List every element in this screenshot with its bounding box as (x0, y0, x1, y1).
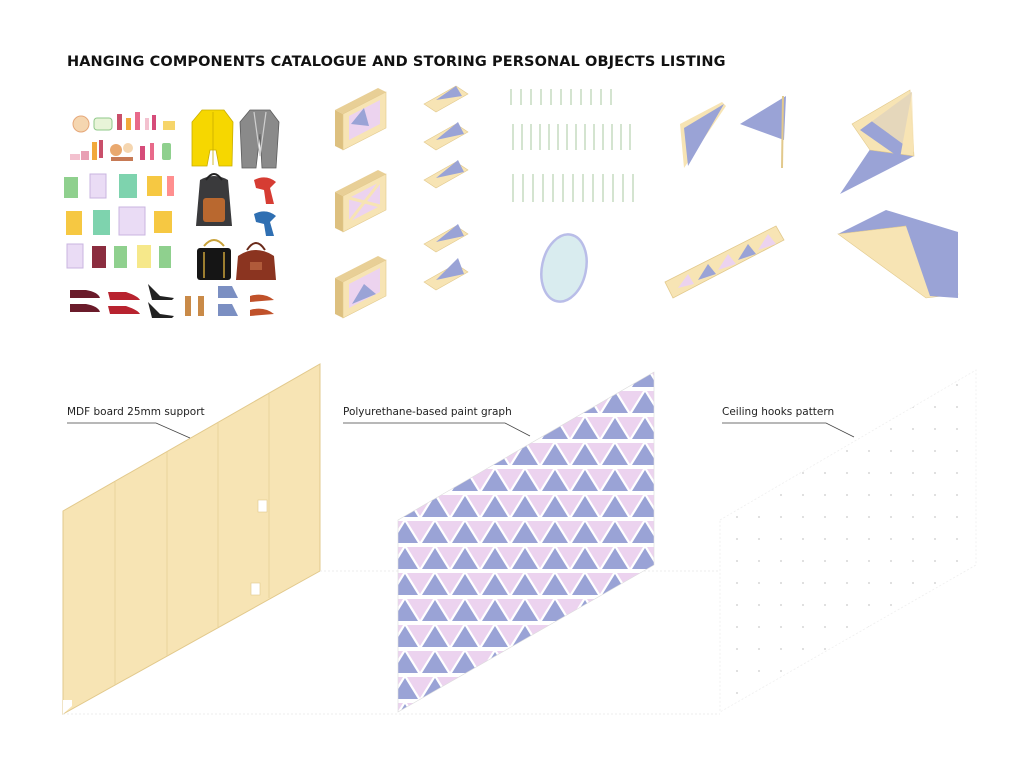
folding-shelf-panel (837, 210, 959, 299)
label-paint-graph: Polyurethane-based paint graph (343, 406, 512, 418)
wooden-box-shelf-3 (335, 256, 387, 319)
triangle-truss-shelf (664, 225, 785, 299)
leader-line-paint (343, 422, 531, 437)
triangle-panel-1 (680, 102, 726, 168)
black-handbag-icon (197, 239, 231, 280)
paint-graph-panel (397, 371, 655, 713)
leader-line-hooks (722, 422, 855, 438)
personal-objects-group (64, 109, 280, 318)
page-title: HANGING COMPONENTS CATALOGUE AND STORING… (67, 54, 726, 70)
triangle-shelf-icon (423, 224, 469, 253)
books-icon (64, 173, 174, 269)
scarf-icon (254, 177, 276, 236)
wooden-box-shelf-2 (335, 170, 387, 233)
cosmetics-icon (70, 140, 171, 161)
ceiling-hooks-grid (719, 369, 977, 713)
triangle-shelf-icon (423, 160, 469, 189)
leader-line-mdf (67, 422, 191, 439)
triangle-shelf-icon (423, 85, 469, 113)
hanging-hooks-icon (510, 89, 634, 202)
backpack-icon (196, 173, 232, 226)
triangle-shelf-icon (423, 122, 469, 151)
triangle-panel-2 (740, 95, 786, 169)
cosmetics-icon (72, 112, 175, 133)
grey-jacket-icon (239, 109, 280, 169)
label-ceiling-hooks: Ceiling hooks pattern (722, 406, 835, 418)
shoes-icon (70, 284, 274, 318)
triangle-shelf-icon (423, 258, 469, 291)
wooden-box-shelf-1 (335, 88, 387, 151)
yellow-blouse-icon (191, 109, 234, 167)
label-mdf-board: MDF board 25mm support (67, 406, 205, 418)
folding-triangle-panel (840, 89, 915, 194)
oval-mirror-icon (540, 233, 588, 303)
brown-handbag-icon (236, 242, 276, 280)
